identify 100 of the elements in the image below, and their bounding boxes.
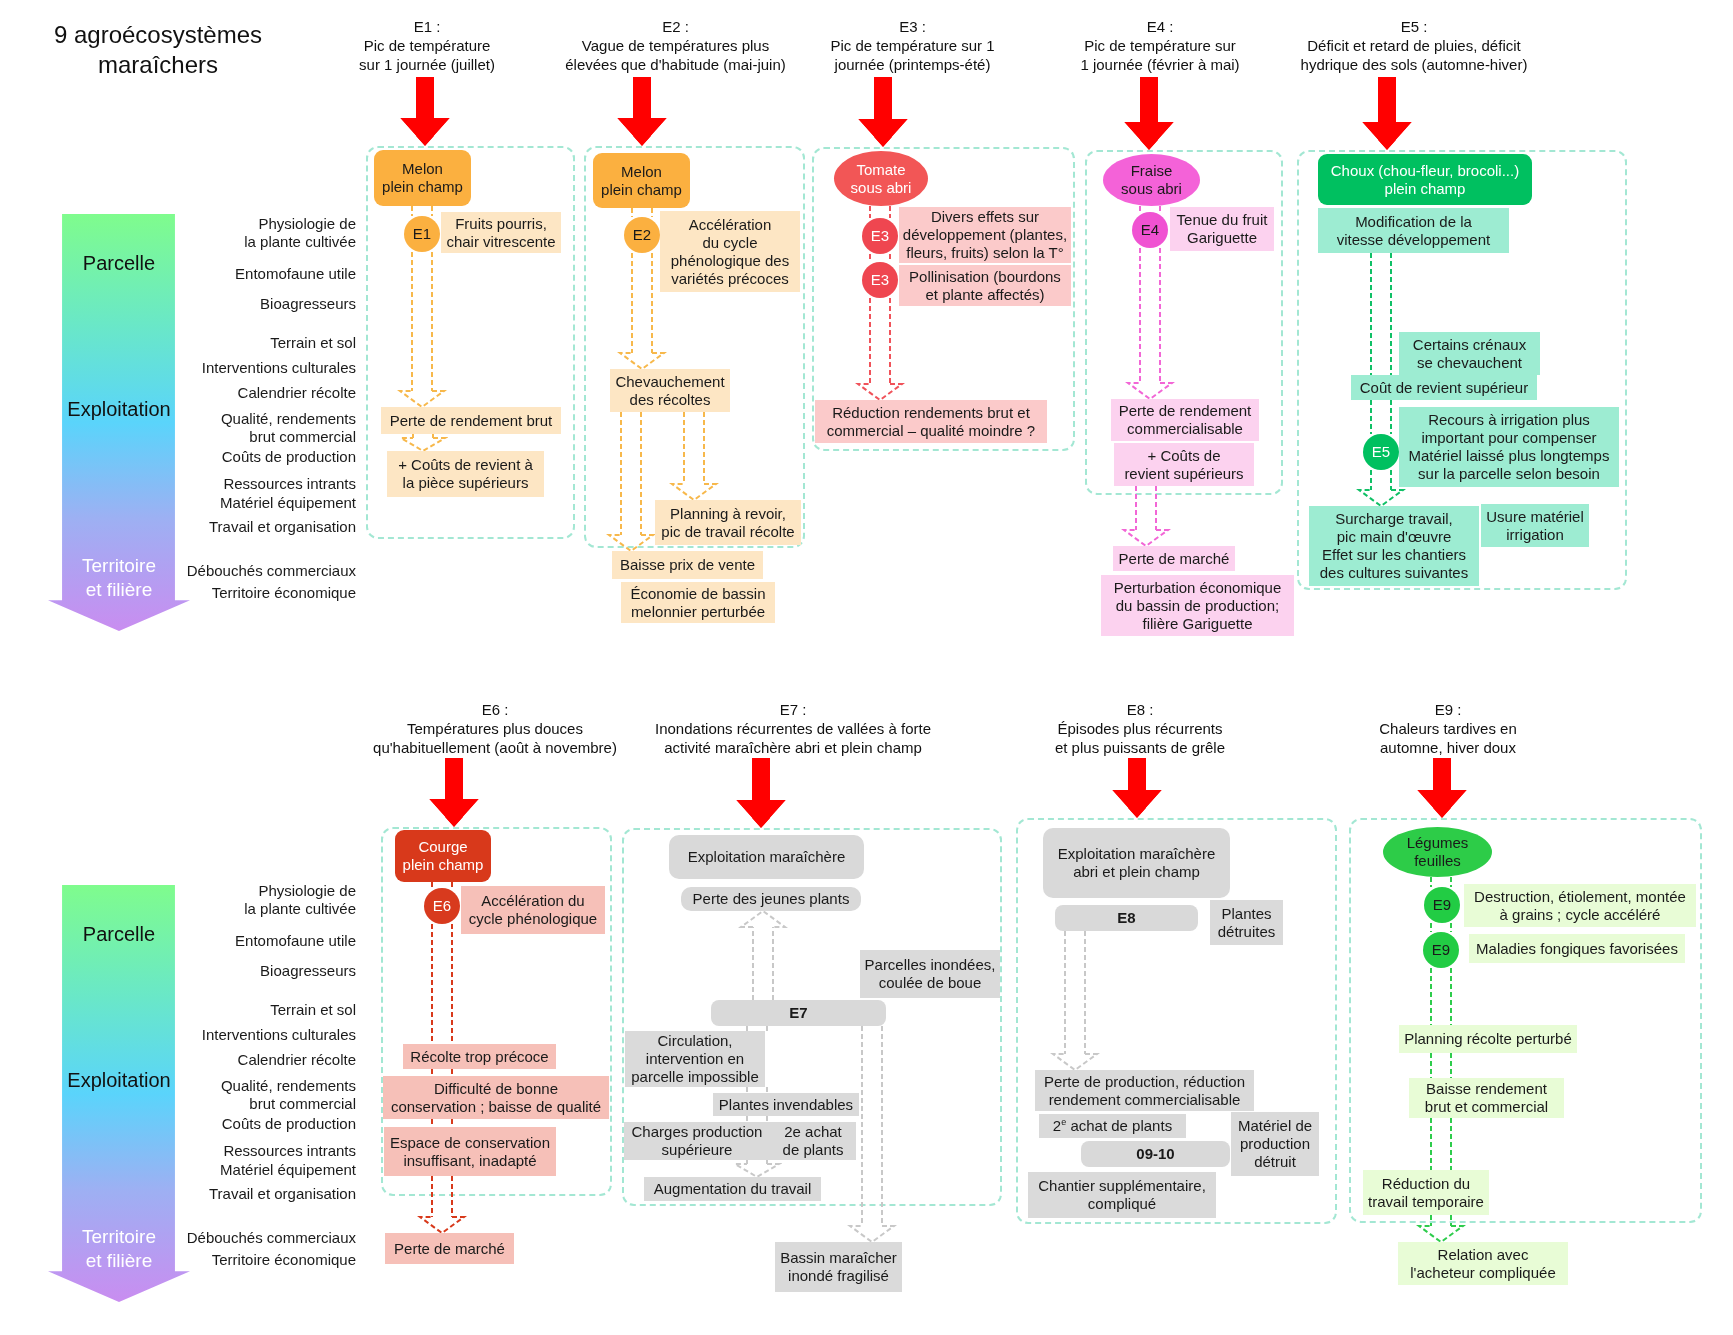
category-label: Interventions culturales	[201, 1026, 356, 1044]
impact-box: Fruits pourris, chair vitrescente	[441, 212, 561, 253]
impact-box: Divers effets sur développement (plantes, fleurs, fruits) selon la T°	[899, 207, 1071, 263]
category-label: Interventions culturales	[201, 359, 356, 377]
dashed-frame	[366, 146, 575, 539]
level-label: Exploitation	[67, 397, 171, 421]
impact-box: Augmentation du travail	[644, 1177, 821, 1201]
event-code: E3 :	[899, 17, 926, 36]
event-badge: E6	[424, 888, 460, 924]
impact-box: Récolte trop précoce	[403, 1044, 556, 1069]
hollow-connector	[411, 203, 433, 217]
crop-ellipse: Tomate sous abri	[834, 151, 928, 206]
impact-box: Certains crénaux se chevauchent	[1399, 332, 1540, 375]
impact-box: Parcelles inondées, coulée de boue	[860, 950, 1000, 998]
event-code: E6 :	[481, 700, 509, 719]
block-arrow	[736, 758, 786, 828]
impact-box: Perte de production, réduction rendement commercialisable	[1035, 1070, 1254, 1111]
impact-box: Chevauchement des récoltes	[610, 369, 730, 412]
category-label: Calendrier récolte	[237, 1051, 356, 1069]
event-code: E9 :	[1434, 700, 1462, 719]
impact-box: Économie de bassin melonnier perturbée	[621, 582, 775, 623]
event-code: E7 :	[779, 700, 807, 719]
event-badge: E3	[862, 262, 898, 298]
impact-box: Usure matériel irrigation	[1481, 504, 1589, 547]
hollow-connector	[631, 205, 653, 218]
event-code: E1 :	[413, 17, 441, 36]
event-description: Pic de température sur 1 journée (printemps-été)	[829, 36, 996, 74]
hollow-connector	[869, 203, 891, 219]
impact-box: Tenue du fruit Gariguette	[1170, 207, 1274, 251]
event-badge: E5	[1363, 434, 1399, 470]
impact-box: Circulation, intervention en parcelle impossible	[625, 1031, 765, 1087]
impact-box: Accélération du cycle phénologique	[461, 886, 605, 934]
event-description: Pic de température sur 1 journée (février à mai)	[1079, 36, 1241, 74]
block-arrow	[400, 77, 450, 146]
dashed-frame	[812, 147, 1075, 451]
category-label: Travail et organisation	[208, 518, 356, 536]
category-label: Matériel équipement	[220, 1161, 356, 1179]
impact-box: Maladies fongiques favorisées	[1469, 934, 1685, 963]
event-bar: 09-10	[1081, 1141, 1230, 1167]
category-label: Coûts de production	[221, 448, 356, 466]
category-label: Ressources intrants	[223, 1142, 356, 1160]
event-bar: E7	[711, 1000, 886, 1026]
block-arrow	[1112, 758, 1162, 818]
farm-box: Perte des jeunes plants	[681, 887, 861, 911]
impact-box: Perte de rendement commercialisable	[1111, 399, 1259, 441]
event-badge: E3	[862, 218, 898, 254]
level-label: Exploitation	[67, 1068, 171, 1092]
category-label: Ressources intrants	[223, 475, 356, 493]
crop-box: Courge plein champ	[395, 830, 491, 882]
category-label: Territoire économique	[211, 584, 356, 602]
category-label: Bioagresseurs	[260, 295, 356, 313]
impact-box: Accélération du cycle phénologique des variétés précoces	[660, 211, 800, 292]
impact-box: Coût de revient supérieur	[1351, 375, 1537, 400]
impact-box: Matériel de production détruit	[1231, 1112, 1319, 1176]
impact-box: Perte de rendement brut	[381, 407, 561, 434]
event-badge: E2	[624, 217, 660, 253]
impact-box: Perturbation économique du bassin de production; filière Gariguette	[1101, 575, 1294, 636]
event-badge: E1	[404, 216, 440, 252]
impact-box: + Coûts de revient à la pièce supérieurs	[387, 451, 544, 497]
event-description: Vague de températures plus élevées que d'habitude (mai-juin)	[564, 36, 787, 74]
crop-box: Choux (chou-fleur, brocoli...) plein champ	[1318, 154, 1532, 205]
block-arrow	[1124, 77, 1174, 150]
impact-box: Pollinisation (bourdons et plante affectés)	[899, 265, 1071, 306]
category-label: Coûts de production	[221, 1115, 356, 1133]
dashed-frame	[584, 146, 805, 548]
category-label: Bioagresseurs	[260, 962, 356, 980]
block-arrow	[429, 758, 479, 827]
category-label: Matériel équipement	[220, 494, 356, 512]
farm-box: Exploitation maraîchère abri et plein champ	[1043, 828, 1230, 898]
category-label: Qualité, rendements brut commercial	[219, 410, 356, 446]
crop-ellipse: Légumes feuilles	[1383, 827, 1492, 877]
event-code: E4 :	[1146, 17, 1174, 36]
event-description: Températures plus douces qu'habituellement (août à novembre)	[372, 719, 618, 757]
impact-box	[1309, 506, 1479, 586]
block-arrow	[1362, 77, 1412, 150]
hollow-connector	[1430, 920, 1452, 933]
category-label: Terrain et sol	[270, 1001, 356, 1019]
impact-box: Planning à revoir, pic de travail récolte	[655, 500, 801, 545]
impact-box: + Coûts de revient supérieurs	[1114, 443, 1254, 486]
dashed-frame	[1016, 818, 1337, 1224]
impact-box: Baisse rendement brut et commercial	[1409, 1078, 1564, 1118]
hollow-connector	[1430, 874, 1452, 888]
dashed-frame	[1349, 818, 1702, 1223]
hollow-connector	[1370, 399, 1392, 435]
dashed-frame	[1297, 150, 1627, 590]
event-bar: E8	[1055, 905, 1198, 931]
category-label: Débouchés commerciaux	[186, 562, 356, 580]
dashed-frame	[1085, 150, 1283, 495]
category-label: Entomofaune utile	[235, 265, 356, 283]
impact-text: Effet sur les chantiers des cultures suivantes	[1318, 546, 1470, 582]
impact-box: Plantes détruites	[1210, 900, 1283, 945]
impact-text: Surcharge travail, pic main d'œuvre	[1334, 510, 1454, 546]
crop-ellipse: Fraise sous abri	[1103, 154, 1200, 206]
category-label: Terrain et sol	[270, 334, 356, 352]
event-description: Chaleurs tardives en automne, hiver doux	[1378, 719, 1518, 757]
event-description: Inondations récurrentes de vallées à forte activité maraîchère abri et plein champ	[654, 719, 932, 757]
impact-box: Difficulté de bonne conservation ; baisse de qualité	[383, 1076, 609, 1119]
impact-box: Destruction, étiolement, montée à grains ; cycle accéléré	[1464, 884, 1696, 927]
impact-box: Réduction rendements brut et commercial – qualité moindre ?	[815, 400, 1047, 443]
category-label: Calendrier récolte	[237, 384, 356, 402]
